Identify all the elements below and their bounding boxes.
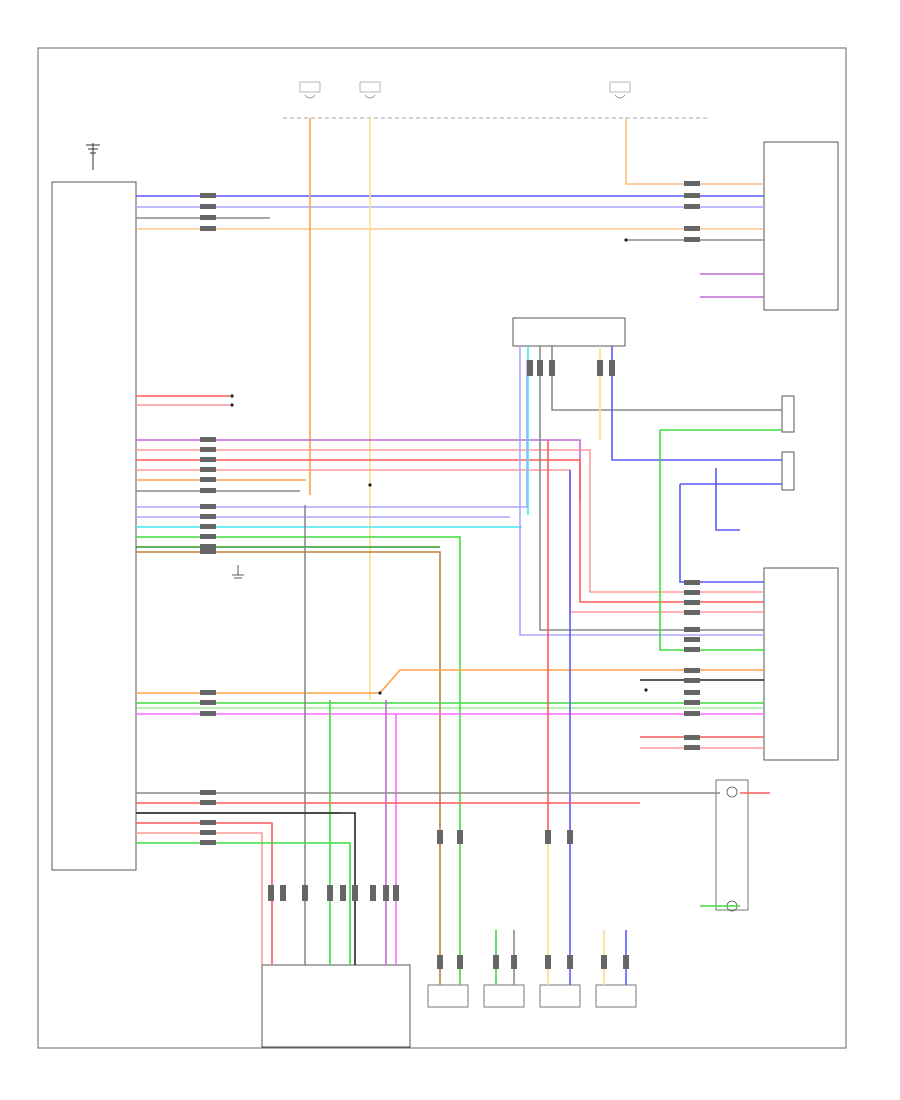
diagram-border [37,47,847,1049]
amp-pin-ticks [684,181,700,750]
wire-group-lower [136,669,764,715]
amplifier-module [763,567,839,761]
wire-gray-conn-2 [551,346,782,411]
right-rear-speaker [781,451,795,491]
subwoofer-speaker-icon [715,779,749,912]
speaker-pin-ticks [268,360,629,969]
radio-pin-ticks [200,193,216,845]
center-connector [512,317,626,347]
speaker-left-rear [483,984,525,1008]
wire-lightblue-conn [519,346,764,636]
splice-points [230,238,648,695]
antenna-icon [86,143,100,170]
ground-icon [232,565,244,579]
wire-gray-conn [539,346,764,631]
wire-blue-right [679,483,782,583]
wire-blue-loop [715,468,740,531]
radio-module [51,181,137,871]
wire-blue-conn [611,346,782,461]
left-rear-speaker [781,395,795,433]
speaker-right-rear [595,984,637,1008]
speaker-right-front [539,984,581,1008]
fuse-block-1 [299,81,321,99]
bottom-connector [261,964,411,1048]
wire-orange-right [625,118,764,185]
wire-group-top [136,195,764,230]
speaker-left-front [427,984,469,1008]
subwoofer-amp-module [763,141,839,311]
wire-green-right [659,429,782,651]
fuse-block-2 [359,81,381,99]
fuse-block-3 [609,81,631,99]
wire-group-bottom [136,792,720,965]
